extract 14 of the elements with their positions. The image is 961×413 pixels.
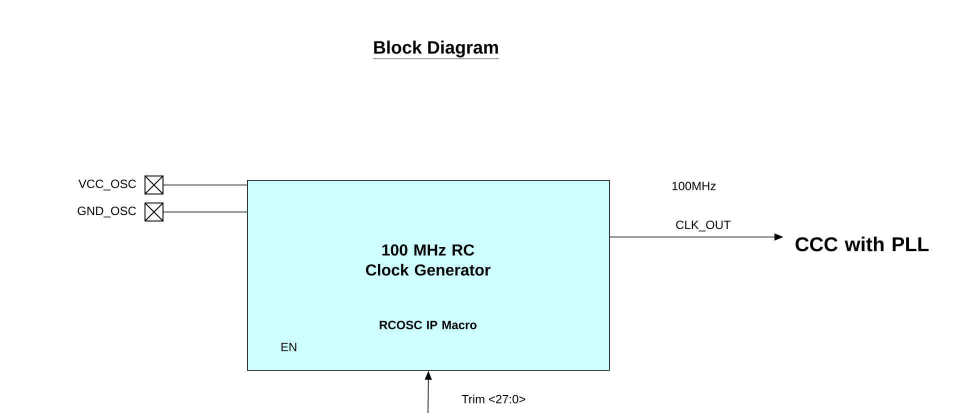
block-subtitle: RCOSC IP Macro xyxy=(380,320,477,330)
edge-label: CLK_OUT xyxy=(676,220,731,232)
pin-label: GND_OSC xyxy=(78,206,136,218)
block-title: 100 MHz RC Clock Generator xyxy=(366,244,490,276)
line xyxy=(163,184,248,186)
title: Block Diagram xyxy=(372,40,500,60)
frequency-label: 100MHz xyxy=(672,182,716,190)
pin-label: EN xyxy=(282,342,296,352)
pin-label: VCC_OSC xyxy=(78,180,136,190)
edge-label: Trim <27:0> xyxy=(462,394,526,404)
block-box xyxy=(247,180,610,371)
pad-box xyxy=(144,202,164,222)
pad-box xyxy=(144,176,164,194)
target-label: CCC with PLL xyxy=(796,236,929,252)
